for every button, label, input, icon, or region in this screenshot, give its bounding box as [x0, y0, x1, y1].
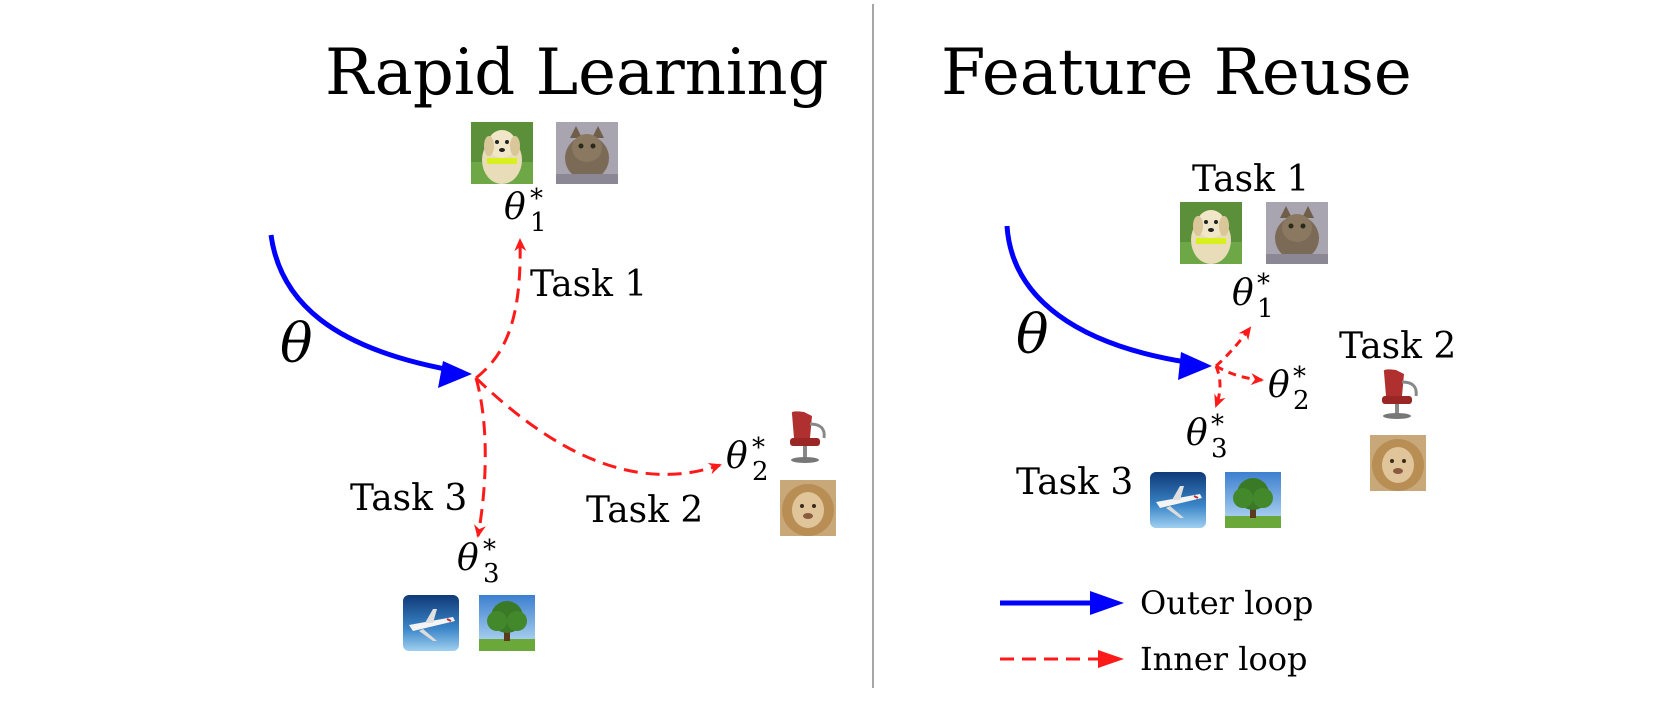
- svg-text:θ: θ: [1232, 273, 1254, 314]
- airplane-photo-icon: [403, 595, 459, 651]
- right-task2-label: Task 2: [1339, 326, 1456, 367]
- left-inner-loop-arrow-task1: [475, 238, 527, 380]
- left-task3-label: Task 3: [350, 478, 467, 519]
- legend-inner-loop-label: Inner loop: [1140, 640, 1308, 678]
- svg-text:*: *: [752, 433, 765, 463]
- right-task3-label: Task 3: [1016, 462, 1133, 503]
- svg-text:3: 3: [1211, 434, 1228, 464]
- tree-photo-icon: [479, 595, 535, 651]
- legend-inner-loop-arrowhead: [1098, 650, 1124, 668]
- right-theta3-star: θ 3 *: [1186, 410, 1228, 464]
- left-theta: θ: [280, 312, 313, 375]
- svg-text:3: 3: [483, 559, 500, 589]
- svg-text:*: *: [1257, 269, 1270, 299]
- left-panel-title: Rapid Learning: [325, 36, 829, 110]
- right-theta: θ: [1016, 303, 1049, 366]
- dog-photo-icon: [471, 122, 533, 184]
- left-theta2-star: θ 2 *: [726, 433, 769, 487]
- legend: Outer loop Inner loop: [1000, 584, 1313, 678]
- left-task1-label: Task 1: [530, 264, 647, 305]
- svg-text:θ: θ: [457, 538, 479, 579]
- left-inner-loop-arrow-task2: [474, 376, 722, 476]
- svg-text:*: *: [1293, 362, 1306, 392]
- svg-text:2: 2: [752, 457, 769, 487]
- left-task2-label: Task 2: [586, 490, 703, 531]
- right-theta1-star: θ 1 *: [1232, 269, 1274, 324]
- cat-photo-icon: [556, 122, 618, 184]
- svg-text:θ: θ: [1268, 365, 1290, 406]
- right-theta2-star: θ 2 *: [1268, 362, 1310, 416]
- right-inner-loop-arrow-task1: [1215, 326, 1252, 368]
- right-inner-loop-arrow-task3: [1214, 365, 1226, 408]
- lion-photo-icon: [1370, 435, 1426, 491]
- svg-text:θ: θ: [1186, 413, 1208, 454]
- svg-text:2: 2: [1293, 386, 1310, 416]
- svg-text:1: 1: [1257, 294, 1274, 324]
- cat-photo-icon: [1266, 202, 1328, 264]
- svg-text:*: *: [483, 535, 496, 565]
- left-outer-loop-arrowhead: [438, 361, 472, 388]
- right-outer-loop-arrowhead: [1178, 352, 1212, 380]
- right-outer-loop-arrow: [1004, 225, 1187, 365]
- tree-photo-icon: [1225, 472, 1281, 528]
- chair-photo-icon: [1382, 369, 1418, 419]
- svg-text:*: *: [530, 184, 543, 214]
- svg-text:1: 1: [530, 208, 547, 238]
- lion-photo-icon: [780, 480, 836, 536]
- left-theta3-star: θ 3 *: [457, 535, 500, 589]
- right-inner-loop-arrow-task2: [1215, 364, 1264, 386]
- svg-text:θ: θ: [726, 436, 748, 477]
- left-inner-loop-arrow-task3: [474, 377, 487, 538]
- right-panel-title: Feature Reuse: [941, 36, 1412, 110]
- airplane-photo-icon: [1150, 472, 1206, 528]
- svg-text:θ: θ: [504, 187, 526, 228]
- right-task1-label: Task 1: [1192, 159, 1309, 200]
- left-theta1-star: θ 1 *: [504, 184, 547, 238]
- chair-photo-icon: [790, 411, 826, 463]
- left-outer-loop-arrow: [268, 234, 463, 375]
- legend-outer-loop-arrowhead: [1090, 591, 1124, 615]
- dog-photo-icon: [1180, 202, 1242, 264]
- legend-outer-loop-label: Outer loop: [1140, 584, 1313, 622]
- svg-text:*: *: [1211, 410, 1224, 440]
